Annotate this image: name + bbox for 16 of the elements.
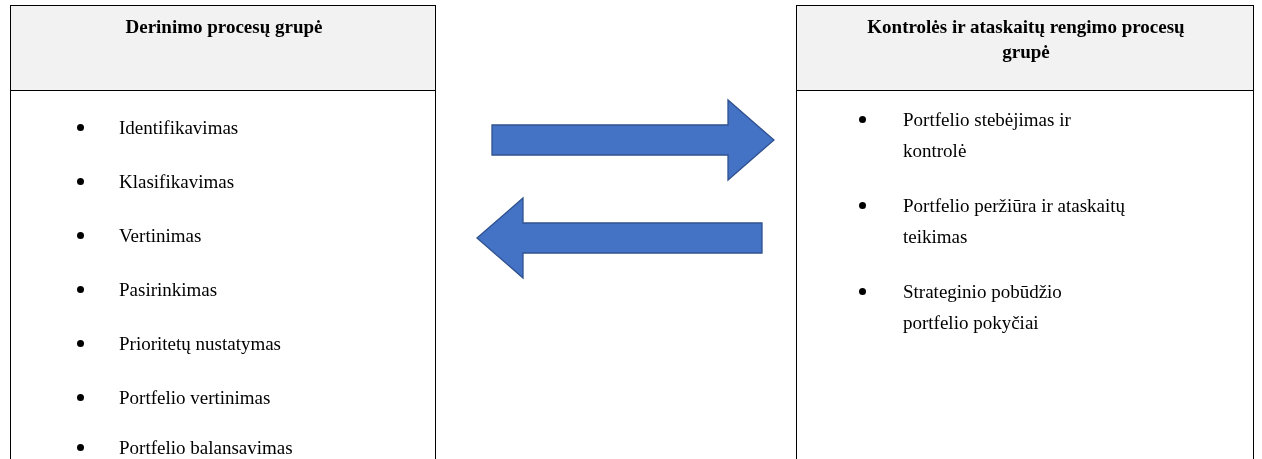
block-arrow (491, 98, 775, 182)
list-item-text: Vertinimas (119, 224, 203, 248)
list-item-text: Portfelio peržiūra ir ataskaitų teikimas (903, 194, 1127, 249)
process-group-table (10, 5, 436, 459)
list-item-text: Prioritetų nustatymas (119, 332, 282, 356)
list-item-text: Strateginio pobūdžio portfelio pokyčiai (903, 280, 1063, 335)
list-item-text: Identifikavimas (119, 116, 240, 140)
list-item-text: Pasirinkimas (119, 278, 219, 302)
list-item-text: Portfelio stebėjimas ir kontrolė (903, 108, 1072, 163)
table-heading: Kontrolės ir ataskaitų rengimo procesų grupė (866, 15, 1186, 64)
list-item-text: Portfelio vertinimas (119, 386, 272, 410)
list-item-text: Klasifikavimas (119, 170, 236, 194)
block-arrow (476, 196, 763, 280)
process-group-table (796, 5, 1254, 459)
list-item-text: Portfelio balansavimas (119, 436, 294, 459)
table-heading: Derinimo procesų grupė (124, 15, 324, 39)
